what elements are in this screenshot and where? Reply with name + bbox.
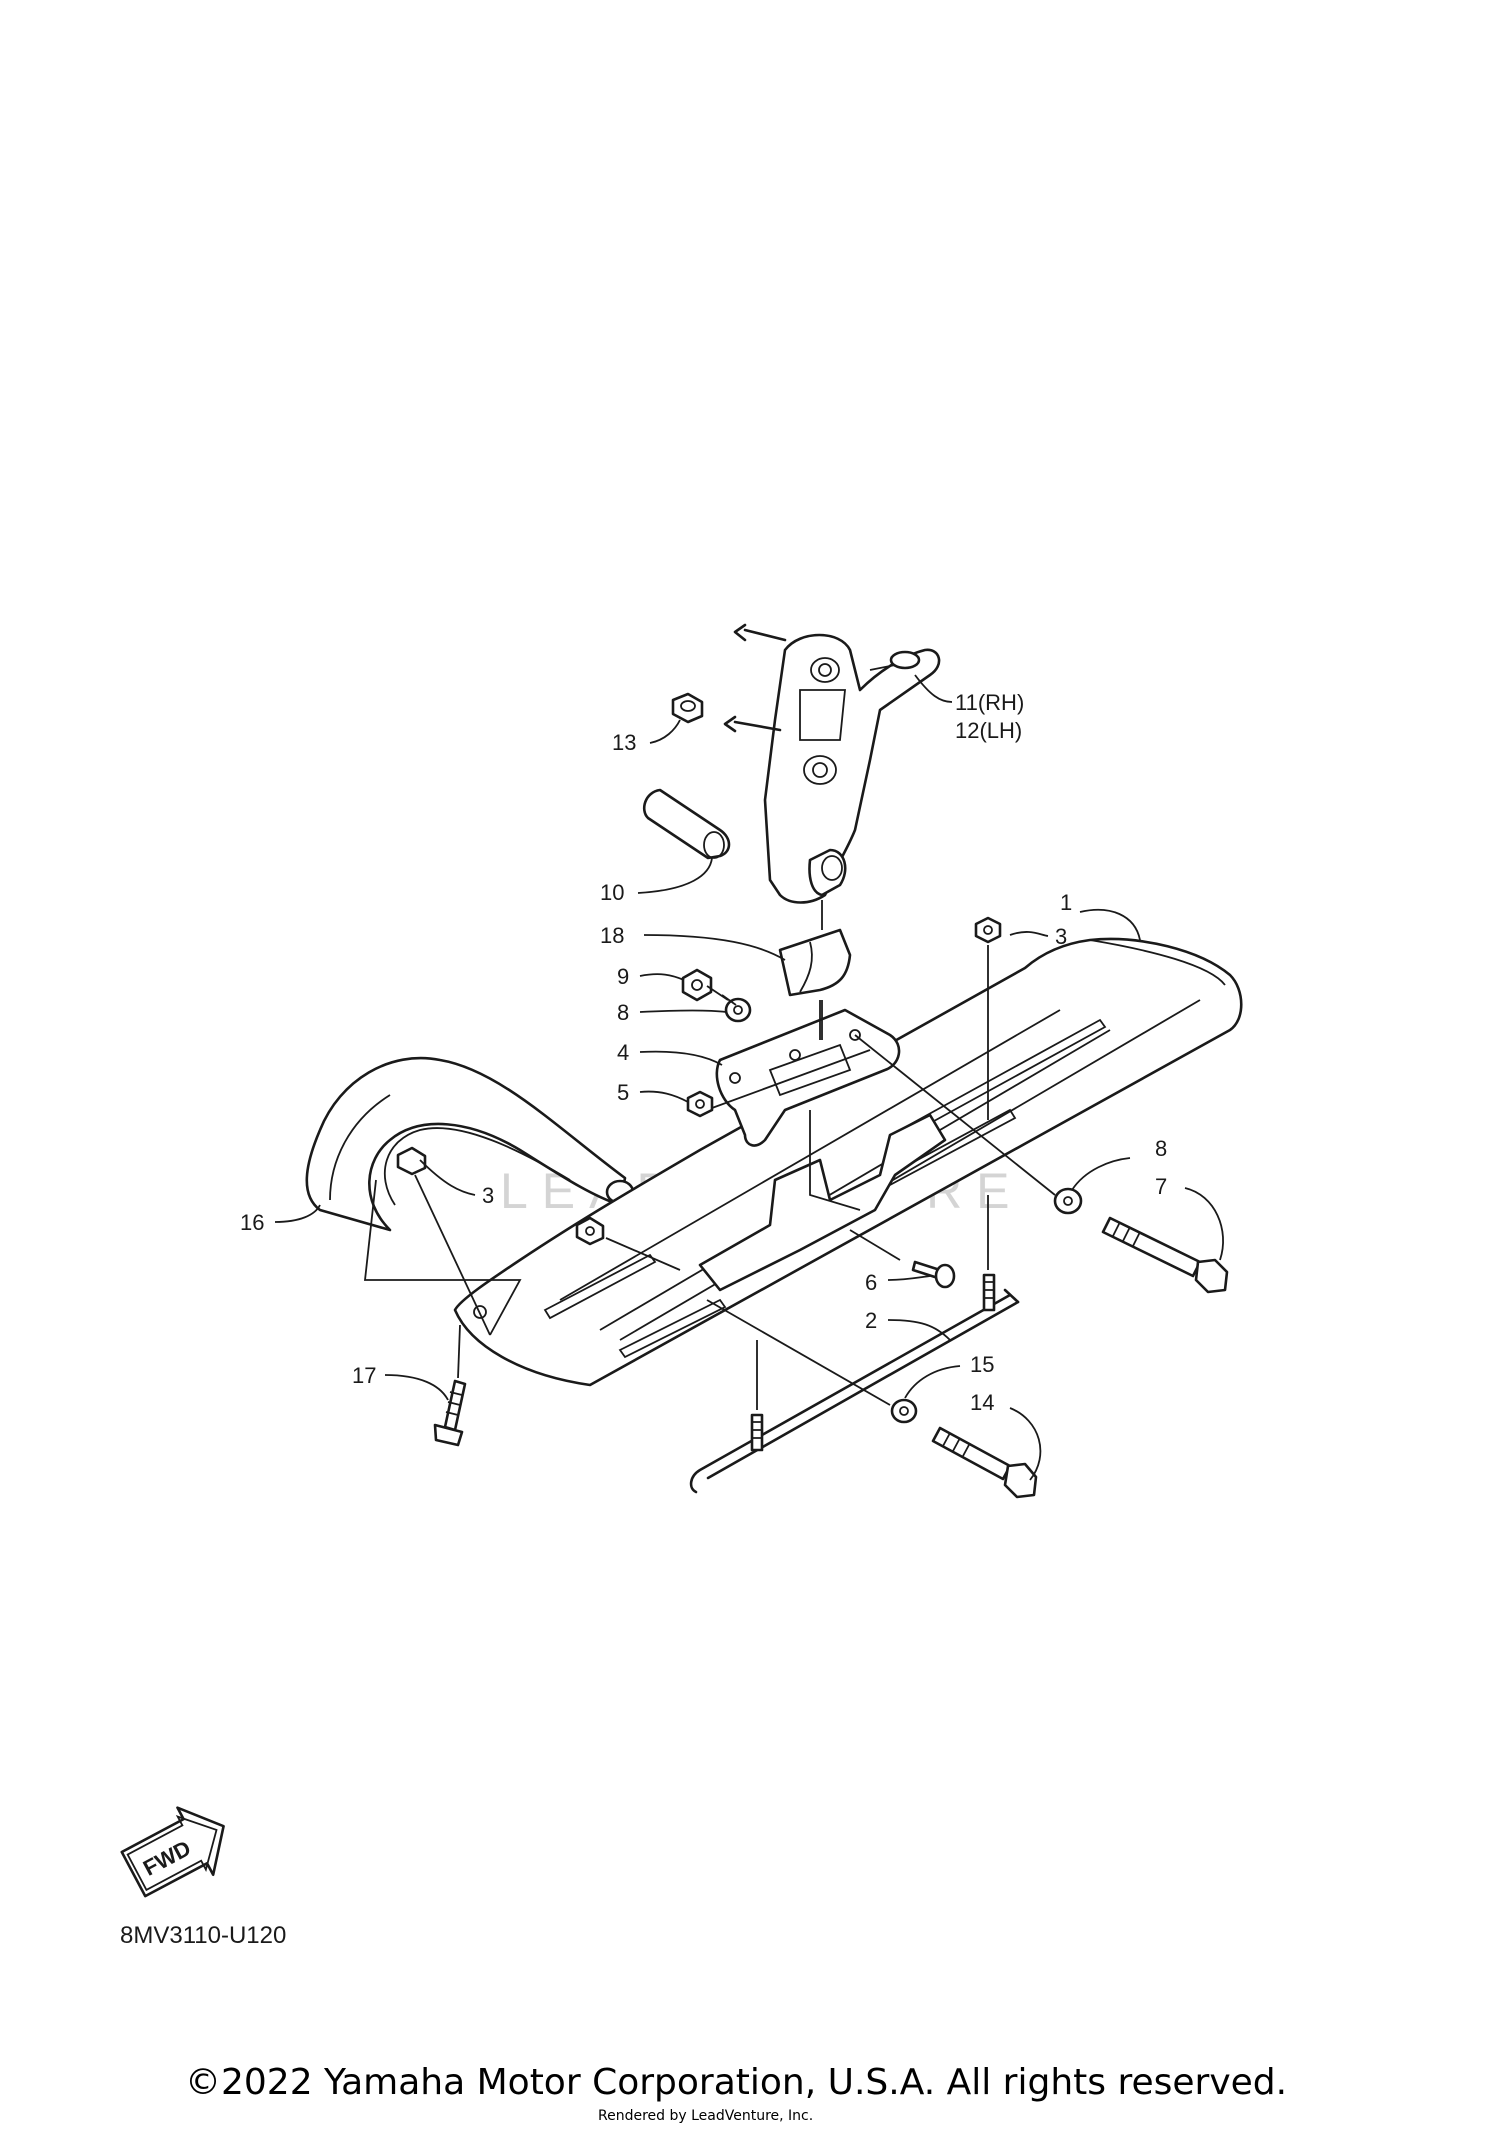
- nut-13[interactable]: [671, 692, 704, 724]
- screw-6[interactable]: [911, 1260, 956, 1289]
- callout-3-lower[interactable]: 3: [482, 1183, 494, 1208]
- ski-column-bracket[interactable]: [723, 623, 941, 904]
- nut-3-upper[interactable]: [974, 916, 1002, 944]
- pad-18[interactable]: [778, 928, 852, 997]
- callout-14[interactable]: 14: [970, 1390, 994, 1415]
- callout-4[interactable]: 4: [617, 1040, 629, 1065]
- washer-8-upper[interactable]: [724, 997, 752, 1023]
- ski-loop-handle[interactable]: [305, 1056, 635, 1232]
- fwd-arrow-icon: FWD: [120, 1806, 225, 1898]
- ski-body[interactable]: [453, 937, 1243, 1387]
- callout-15[interactable]: 15: [970, 1352, 994, 1377]
- bolt-7[interactable]: [1101, 1216, 1229, 1294]
- callout-16[interactable]: 16: [240, 1210, 264, 1235]
- callout-11[interactable]: 11(RH): [955, 690, 1024, 715]
- washer-8-right[interactable]: [1053, 1187, 1083, 1215]
- alignment-lines: [363, 900, 1056, 1410]
- callout-12[interactable]: 12(LH): [955, 718, 1022, 743]
- callout-3-upper[interactable]: 3: [1055, 924, 1067, 949]
- rendered-by-notice: Rendered by LeadVenture, Inc.: [598, 2108, 814, 2124]
- callout-18[interactable]: 18: [600, 923, 624, 948]
- callouts: 1 3 11(RH) 12(LH) 13 10 18 9 8 4 5 3 16: [240, 674, 1224, 1481]
- callout-6[interactable]: 6: [865, 1270, 877, 1295]
- nut-3-lower[interactable]: [396, 1146, 605, 1246]
- callout-13[interactable]: 13: [612, 730, 636, 755]
- washer-15[interactable]: [890, 1398, 918, 1424]
- callout-1[interactable]: 1: [1060, 890, 1072, 915]
- collar-10[interactable]: [643, 788, 731, 860]
- screw-17[interactable]: [433, 1379, 467, 1447]
- callout-17[interactable]: 17: [352, 1363, 376, 1388]
- nut-5[interactable]: [686, 1090, 714, 1118]
- callout-9[interactable]: 9: [617, 964, 629, 989]
- copyright-notice: ©2022 Yamaha Motor Corporation, U.S.A. A…: [185, 2062, 1288, 2103]
- callout-7[interactable]: 7: [1155, 1174, 1167, 1199]
- bolt-14[interactable]: [931, 1426, 1038, 1499]
- callout-10[interactable]: 10: [600, 880, 624, 905]
- ski-bracket-plate[interactable]: [715, 1000, 901, 1147]
- nut-9[interactable]: [681, 968, 713, 1002]
- callout-8-upper[interactable]: 8: [617, 1000, 629, 1025]
- diagram-code: 8MV3110-U120: [120, 1922, 287, 1949]
- callout-8-right[interactable]: 8: [1155, 1136, 1167, 1161]
- callout-2[interactable]: 2: [865, 1308, 877, 1333]
- callout-5[interactable]: 5: [617, 1080, 629, 1105]
